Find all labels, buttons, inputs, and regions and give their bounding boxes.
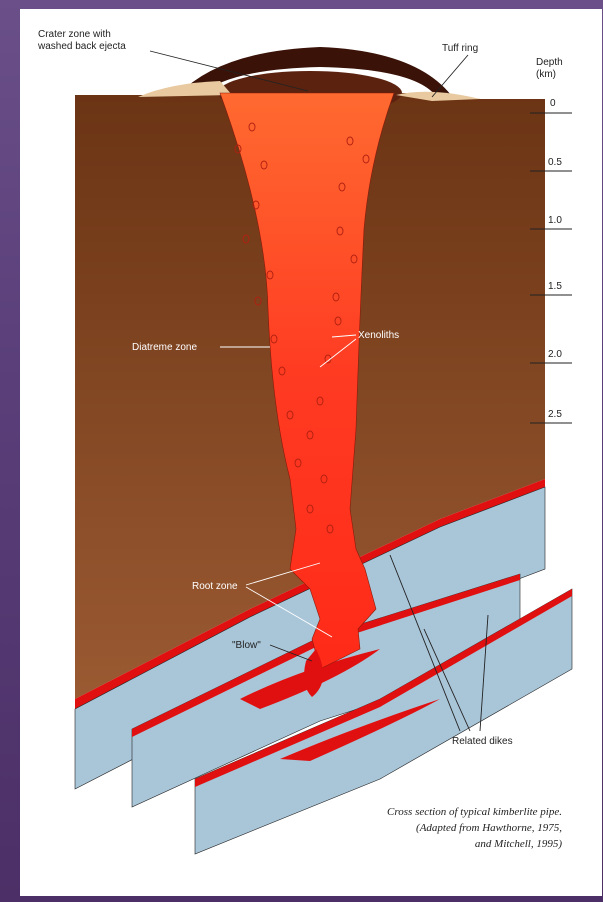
depth-value-1-5: 1.5	[548, 281, 562, 292]
related-dikes-label: Related dikes	[452, 736, 513, 747]
depth-label: Depth	[536, 57, 563, 68]
depth-value-2-5: 2.5	[548, 409, 562, 420]
depth-value-1-0: 1.0	[548, 215, 562, 226]
blow-label: "Blow"	[232, 640, 261, 651]
caption-line-3: and Mitchell, 1995)	[475, 838, 562, 850]
diagram-panel: Depth (km) 0 0.5 1.0 1.5 2.0 2.5 Crater …	[20, 9, 602, 896]
crater-zone-label: Crater zone with	[38, 29, 111, 40]
tuff-ring-left	[138, 81, 232, 97]
depth-value-0-5: 0.5	[548, 157, 562, 168]
depth-value-0: 0	[550, 98, 556, 109]
root-zone-label: Root zone	[192, 581, 238, 592]
diatreme-zone-label: Diatreme zone	[132, 342, 197, 353]
kimberlite-diagram: Depth (km) 0 0.5 1.0 1.5 2.0 2.5 Crater …	[20, 9, 602, 896]
caption-line-1: Cross section of typical kimberlite pipe…	[387, 806, 562, 818]
depth-value-2-0: 2.0	[548, 349, 562, 360]
caption-line-2: (Adapted from Hawthorne, 1975,	[416, 822, 562, 834]
xenoliths-label: Xenoliths	[358, 330, 399, 341]
crater-zone-label-2: washed back ejecta	[37, 41, 126, 52]
tuff-ring-label: Tuff ring	[442, 43, 478, 54]
depth-unit: (km)	[536, 69, 556, 80]
